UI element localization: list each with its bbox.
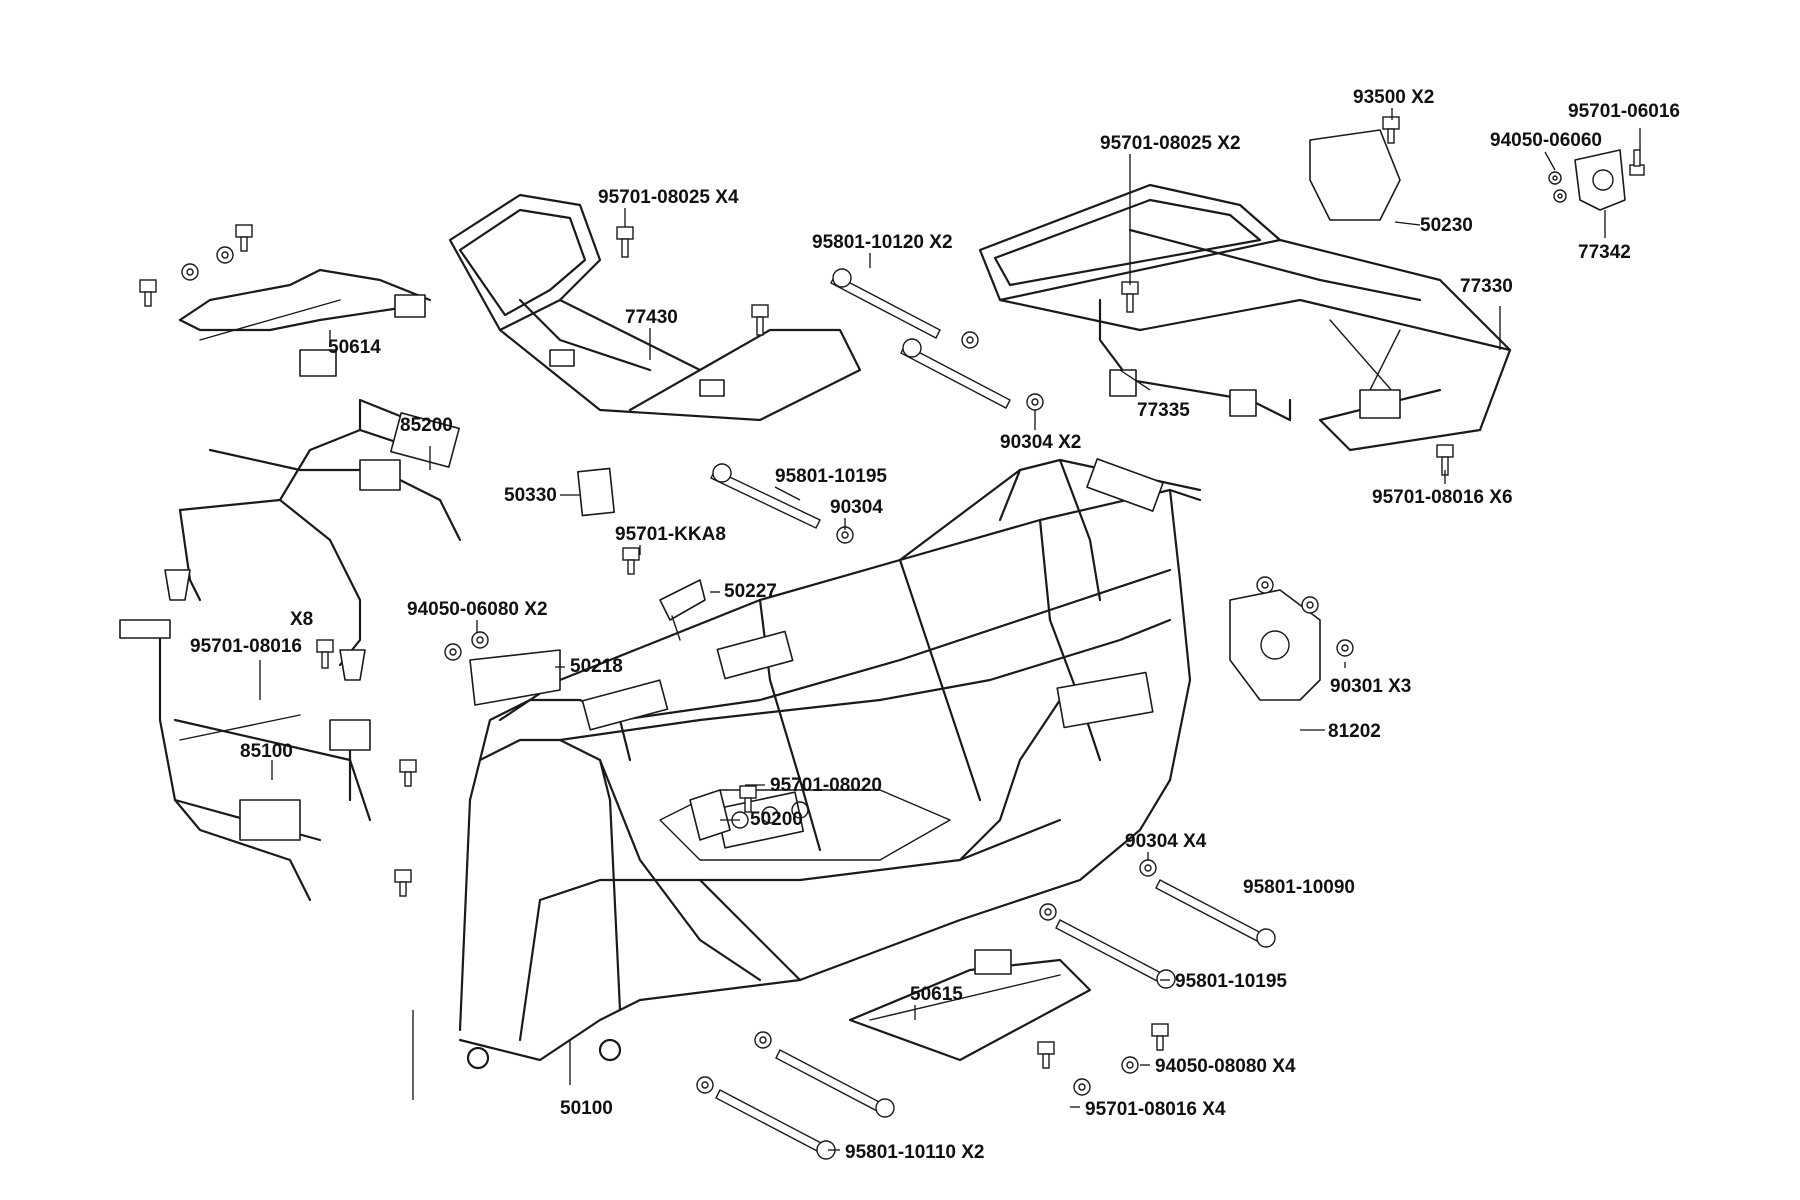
label-95801-10195-top: 95801-10195 <box>775 466 887 487</box>
long-bolts <box>710 268 1276 1160</box>
label-77330: 77330 <box>1460 276 1513 297</box>
label-95701-08016: 95701-08016 <box>190 636 302 657</box>
part-50330 <box>576 467 616 517</box>
label-x8: X8 <box>290 609 313 630</box>
label-95801-10110-x2: 95801-10110 X2 <box>845 1142 984 1163</box>
label-77342: 77342 <box>1578 242 1631 263</box>
plate-77342 <box>1574 149 1626 211</box>
plate-81202 <box>1229 589 1321 701</box>
label-90301-x3: 90301 X3 <box>1330 676 1411 697</box>
label-95801-10120-x2: 95801-10120 X2 <box>812 232 953 253</box>
part-labels: 93500 X2 95701-06016 94050-06060 95701-0… <box>190 87 1680 1163</box>
label-50227: 50227 <box>724 581 777 602</box>
small-bolts <box>139 116 1645 1069</box>
label-50200: 50200 <box>750 809 803 830</box>
plate-50230 <box>1309 129 1401 221</box>
main-frame-50100 <box>458 458 1202 1070</box>
label-95701-08016-x6: 95701-08016 X6 <box>1372 487 1513 508</box>
label-95701-08016-x4: 95701-08016 X4 <box>1085 1099 1226 1120</box>
part-50227 <box>659 579 706 641</box>
leader-lines <box>259 108 1641 1151</box>
rear-rack-77330 <box>978 183 1512 452</box>
label-50100: 50100 <box>560 1098 613 1119</box>
front-frame-85200 <box>164 398 462 681</box>
rack-support-77335 <box>1098 298 1292 422</box>
label-93500-x2: 93500 X2 <box>1353 87 1434 108</box>
label-95701-kka8: 95701-KKA8 <box>615 524 726 545</box>
label-95701-08025-x2: 95701-08025 X2 <box>1100 133 1241 154</box>
bracket-50615 <box>848 949 1092 1062</box>
label-77335: 77335 <box>1137 400 1190 421</box>
label-77430: 77430 <box>625 307 678 328</box>
label-94050-06080-x2: 94050-06080 X2 <box>407 599 548 620</box>
label-50614: 50614 <box>328 337 381 358</box>
label-90304: 90304 <box>830 497 883 518</box>
label-81202: 81202 <box>1328 721 1381 742</box>
label-85200: 85200 <box>400 415 453 436</box>
label-94050-08080-x4: 94050-08080 X4 <box>1155 1056 1296 1077</box>
label-95701-08020: 95701-08020 <box>770 775 882 796</box>
label-95701-06016: 95701-06016 <box>1568 101 1680 122</box>
label-90304-x4: 90304 X4 <box>1125 831 1207 852</box>
label-95801-10195-bottom: 95801-10195 <box>1175 971 1287 992</box>
label-50230: 50230 <box>1420 215 1473 236</box>
label-50218: 50218 <box>570 656 623 677</box>
part-50200 <box>689 789 731 841</box>
part-50218 <box>469 649 561 706</box>
label-85100: 85100 <box>240 741 293 762</box>
label-50615: 50615 <box>910 984 963 1005</box>
nuts <box>181 171 1567 1096</box>
label-50330: 50330 <box>504 485 557 506</box>
label-90304-x2: 90304 X2 <box>1000 432 1081 453</box>
label-95801-10090: 95801-10090 <box>1243 877 1355 898</box>
bracket-50614 <box>178 268 432 377</box>
label-94050-06060: 94050-06060 <box>1490 130 1602 151</box>
front-rack-77430 <box>448 193 862 422</box>
front-bumper-85100 <box>119 619 372 902</box>
label-95701-08025-x4: 95701-08025 X4 <box>598 187 739 208</box>
